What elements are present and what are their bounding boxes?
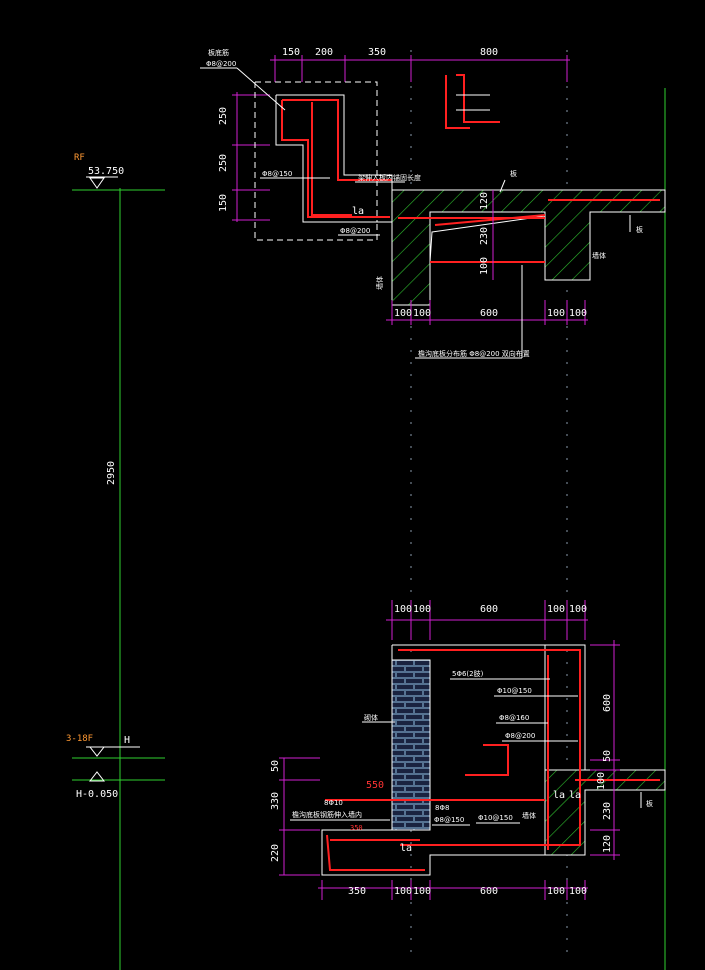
rebar-label-2: Φ10@150: [497, 687, 532, 695]
rebar-label-1: 5Φ6(2肢): [452, 669, 484, 678]
wall-label-top: 墙体: [375, 276, 384, 290]
dim-slab-230: 230: [479, 227, 490, 245]
bdim-right-50: 50: [602, 750, 613, 762]
bdim-top-100c: 100: [547, 604, 565, 615]
note-mid: 梁伸入板内锚固长度: [358, 173, 421, 182]
bdim-left-330: 330: [270, 792, 281, 810]
dim-bot-100b: 100: [413, 308, 431, 319]
dim-top-200: 200: [315, 47, 333, 58]
red-dim-550: 550: [366, 780, 384, 791]
slab-tag-bottom: 板: [646, 799, 653, 808]
bdim-top-100d: 100: [569, 604, 587, 615]
dim-bot-100a: 100: [394, 308, 412, 319]
slab-tag-3: 墙体: [592, 251, 606, 260]
level-value-rf: 53.750: [88, 166, 124, 177]
bdim-bot-100b: 100: [413, 886, 431, 897]
rebar-label-5: 8Φ10: [324, 799, 343, 807]
note-long: 檐沟底板分布筋 Φ8@200 双向布置: [418, 349, 530, 358]
dim-bot-100c: 100: [547, 308, 565, 319]
bdim-left-220: 220: [270, 844, 281, 862]
dim-slab-120: 120: [479, 192, 490, 210]
bdim-right-600: 600: [602, 694, 613, 712]
anchor-la-bottom: la: [400, 843, 412, 854]
bdim-left-50: 50: [270, 760, 281, 772]
rebar-label-6: 8Φ8: [435, 804, 449, 812]
rebar-label-7: Φ8@150: [434, 816, 464, 824]
bottom-section: 100 100 600 100 100 600 50 230 120 100: [66, 600, 666, 900]
note-left: 檐沟底板钢筋伸入墙内: [292, 810, 362, 819]
rebar-top: Φ8@200: [206, 60, 236, 68]
rebar-label-8: Φ10@150: [478, 814, 513, 822]
note-top: 板底筋: [208, 48, 229, 57]
slab-tag-2: 板: [636, 225, 643, 234]
bdim-bot-100c: 100: [547, 886, 565, 897]
bdim-right-230: 230: [602, 802, 613, 820]
slab-tag-1: 板: [510, 169, 517, 178]
dim-bot-100d: 100: [569, 308, 587, 319]
dim-top-800: 800: [480, 47, 498, 58]
dim-top-150: 150: [282, 47, 300, 58]
level-value-h: H-0.050: [76, 789, 118, 800]
anchor-la-right2: la: [569, 790, 581, 801]
bdim-bot-100a: 100: [394, 886, 412, 897]
dim-slab-100: 100: [479, 257, 490, 275]
dim-left-250b: 250: [218, 154, 229, 172]
bdim-bot-100d: 100: [569, 886, 587, 897]
dim-height-2950: 2950: [106, 461, 117, 485]
dim-left-250a: 250: [218, 107, 229, 125]
wall-label-bottom: 砌体: [364, 713, 378, 722]
level-h: H: [124, 735, 130, 746]
anchor-la-top: la: [352, 206, 364, 217]
bdim-bot-600: 600: [480, 886, 498, 897]
bdim-top-600: 600: [480, 604, 498, 615]
rebar-label-3: Φ8@160: [499, 714, 529, 722]
dim-top-350: 350: [368, 47, 386, 58]
bdim-top-100a: 100: [394, 604, 412, 615]
bdim-bot-350: 350: [348, 886, 366, 897]
anchor-la-right: la: [553, 790, 565, 801]
rebar-side: Φ8@150: [262, 170, 292, 178]
rebar-bottom: Φ8@200: [340, 227, 370, 235]
bdim-right-120: 120: [602, 835, 613, 853]
red-dim-350: 350: [350, 824, 363, 832]
level-tag-rf: RF: [74, 153, 85, 163]
bdim-top-100b: 100: [413, 604, 431, 615]
top-section: 150 200 350 800 250 250 150 120 230 100: [74, 47, 666, 359]
wall-tag-bottom: 墙体: [522, 811, 536, 820]
bdim-right-100: 100: [596, 772, 607, 790]
dim-bot-600: 600: [480, 308, 498, 319]
dim-left-150: 150: [218, 194, 229, 212]
rebar-label-4: Φ8@200: [505, 732, 535, 740]
brick-wall: [391, 659, 431, 831]
level-tag-3-18f: 3-18F: [66, 734, 93, 744]
